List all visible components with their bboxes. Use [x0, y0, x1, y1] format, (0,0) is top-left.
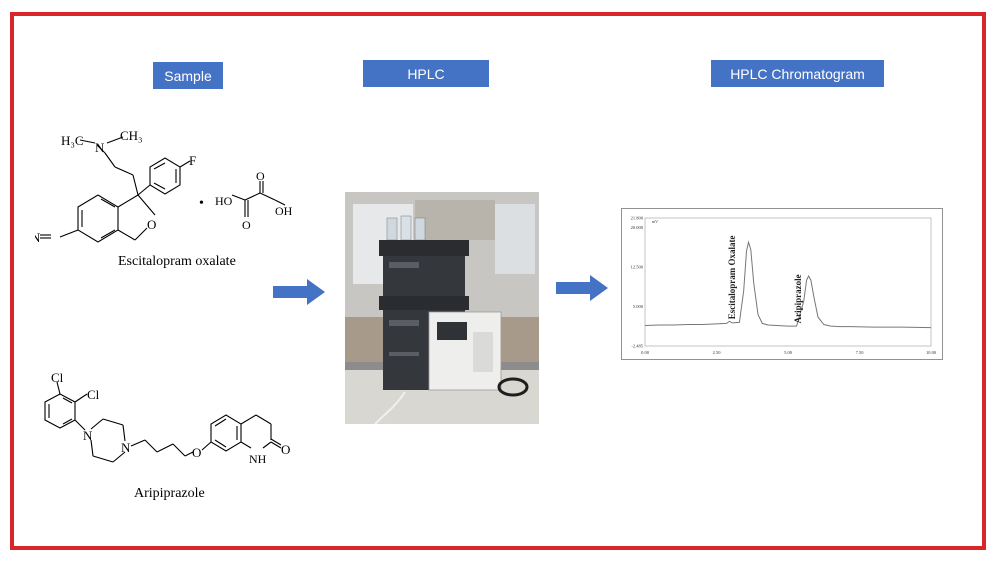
nitrile-n-label: N: [35, 230, 41, 245]
arrow-right-icon: [556, 275, 608, 301]
plot-area: [644, 217, 932, 347]
chloro-1-label: Cl: [51, 370, 64, 385]
chromatogram-chart: 21.800 20.000 12.500 5.000 -2.485 0.00 2.50 5.…: [621, 208, 943, 360]
aripiprazole-label: Aripiprazole: [134, 486, 205, 501]
y-tick-label: -2.485: [631, 344, 643, 349]
lactam-nh-label: NH: [249, 452, 267, 466]
ring-oxygen-label: O: [147, 217, 156, 232]
ether-o-label: O: [192, 445, 201, 460]
y-tick-label: 21.800: [631, 216, 644, 221]
chromatogram-trace: [644, 240, 932, 329]
amine-n-label: N: [95, 140, 105, 155]
outer-frame: [10, 12, 986, 550]
chloro-2-label: Cl: [87, 387, 100, 402]
y-unit-label: mV: [652, 219, 658, 224]
x-tick-label: 2.50: [713, 350, 722, 355]
x-tick-label: 7.50: [856, 350, 865, 355]
salt-bullet: •: [199, 196, 204, 211]
escitalopram-peak-label: Escitalopram Oxalate: [727, 235, 737, 319]
oxalic-ho-label: HO: [215, 194, 233, 208]
x-tick-label: 10.00: [926, 350, 937, 355]
oxalic-o-bottom-label: O: [242, 218, 251, 232]
fluoro-label: F: [189, 153, 196, 168]
x-tick-label: 0.00: [641, 350, 650, 355]
sample-header: Sample: [153, 62, 223, 89]
aripiprazole-structure: Cl Cl N N O NH O: [44, 370, 290, 466]
y-tick-label: 5.000: [633, 304, 644, 309]
arrow-right-icon: [273, 279, 325, 305]
piperazine-n1-label: N: [83, 428, 93, 443]
y-tick-label: 12.500: [631, 265, 644, 270]
escitalopram-structure: H₃C N CH₃ F O N • HO O O OH: [35, 128, 293, 245]
oxalic-oh-label: OH: [275, 204, 293, 218]
y-tick-label: 20.000: [631, 225, 644, 230]
aripiprazole-peak-label: Aripiprazole: [793, 274, 803, 323]
piperazine-n2-label: N: [121, 440, 131, 455]
carbonyl-o-label: O: [281, 442, 290, 457]
escitalopram-label: Escitalopram oxalate: [118, 254, 236, 269]
oxalic-o-top-label: O: [256, 169, 265, 183]
chromatogram-header: HPLC Chromatogram: [711, 60, 884, 87]
x-tick-label: 5.00: [784, 350, 793, 355]
hplc-instrument-photo: [345, 192, 539, 424]
methyl-right-label: CH₃: [120, 128, 143, 143]
methyl-left-label: H₃C: [61, 133, 84, 148]
hplc-header: HPLC: [363, 60, 489, 87]
